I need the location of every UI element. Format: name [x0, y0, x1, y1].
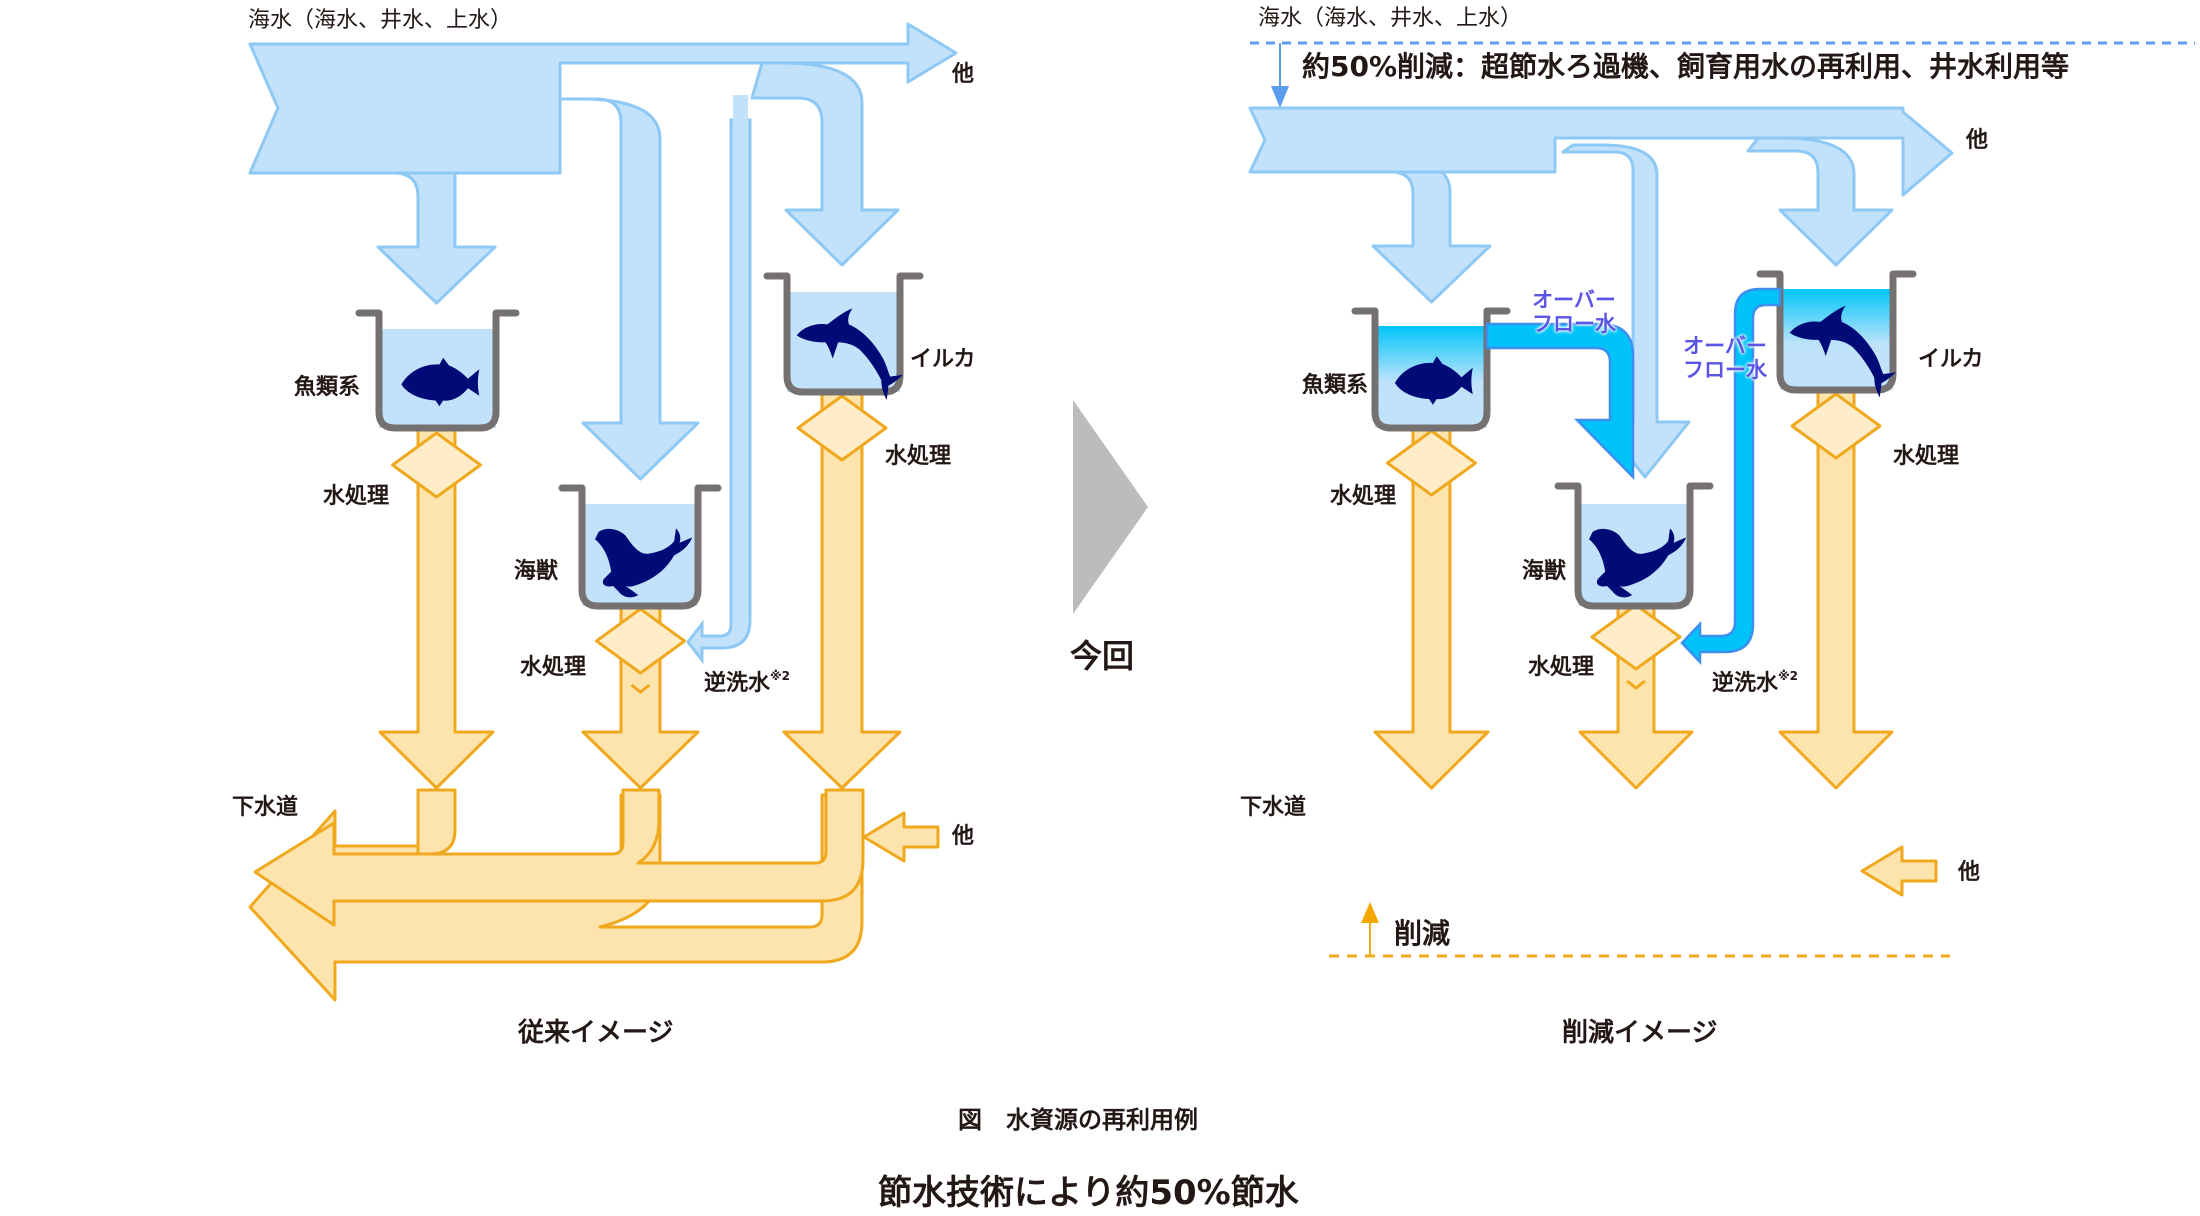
right-seal-treatment-label: 水処理 — [1528, 655, 1595, 680]
right-source-label: 海水（海水、井水、上水） — [1258, 6, 1523, 31]
backwash-note: ※2 — [1778, 669, 1799, 683]
reduction-label: 削減 — [1394, 917, 1451, 950]
overflow-arrow-fish-to-seal — [1485, 322, 1635, 481]
other-inflow-arrow — [1860, 845, 1938, 897]
chevron-mark — [630, 683, 651, 694]
transition-arrow-icon — [1073, 400, 1148, 614]
reduction-note: 約50%削減：超節水ろ過機、飼育用水の再利用、井水利用等 — [1302, 50, 2070, 83]
water-treatment-diamond — [796, 394, 888, 462]
main-supply-arrow — [248, 22, 958, 175]
fish-icon — [1394, 356, 1473, 405]
supply-branch-arrow-1 — [1561, 143, 1691, 479]
tank-outline — [1756, 270, 1917, 394]
left-fish-treatment-label: 水処理 — [323, 484, 390, 509]
dolphin-icon — [1789, 305, 1896, 398]
seal-icon — [1589, 528, 1687, 598]
supply-branch-arrow-1 — [549, 97, 700, 481]
tank-outline — [355, 309, 520, 432]
tank-outline — [763, 272, 924, 396]
backwash-text: 逆洗水 — [1712, 671, 1779, 696]
water-treatment-diamond — [391, 431, 482, 499]
right-other-in-label: 他 — [1958, 860, 1981, 885]
tank-outline — [558, 484, 722, 610]
figure-caption: 図 水資源の再利用例 — [958, 1106, 1198, 1134]
treated-water-arrow-2 — [782, 390, 902, 790]
chevron-mark — [1626, 679, 1646, 690]
other-inflow-arrow — [862, 811, 940, 863]
water-treatment-diamond — [1790, 392, 1882, 460]
left-dolphin-label: イルカ — [910, 347, 976, 372]
sewer-arrow — [253, 788, 865, 927]
left-seal-label: 海獣 — [514, 559, 559, 584]
right-caption: 削減イメージ — [1562, 1018, 1718, 1048]
water-treatment-diamond — [1386, 429, 1477, 497]
backwash-pipe-joint — [733, 95, 748, 125]
treated-water-arrow-2 — [1778, 388, 1894, 790]
right-seal-label: 海獣 — [1522, 559, 1567, 584]
backwash-pipe-arrow — [686, 118, 752, 665]
supply-branch-arrow-0 — [750, 61, 900, 267]
supply-branch-arrow-0 — [1746, 136, 1894, 267]
right-dolphin-label: イルカ — [1918, 347, 1984, 372]
right-sewer-label: 下水道 — [1240, 795, 1307, 820]
right-dolphin-treatment-label: 水処理 — [1893, 444, 1960, 469]
backwash-text: 逆洗水 — [704, 671, 771, 696]
left-backwash-label: 逆洗水※2 — [704, 670, 790, 695]
left-caption: 従来イメージ — [518, 1018, 674, 1048]
main-supply-arrow — [1248, 106, 1954, 197]
left-fish-label: 魚類系 — [294, 375, 361, 400]
dolphin-icon — [796, 308, 903, 400]
tank-outline — [1554, 482, 1714, 610]
tank-outline — [1351, 307, 1511, 432]
fish-icon — [401, 357, 480, 407]
supply-branch-arrow-2 — [1341, 154, 1492, 304]
right-fish-treatment-label: 水処理 — [1330, 484, 1397, 509]
backwash-note: ※2 — [770, 669, 791, 683]
left-other-in-label: 他 — [952, 824, 975, 849]
water-treatment-diamond — [1590, 603, 1682, 671]
left-other-out-label: 他 — [952, 62, 975, 87]
right-fish-label: 魚類系 — [1302, 373, 1369, 398]
reduction-up-arrow-icon — [1361, 902, 1379, 923]
overflow-label-dolphin: オーバー フロー水 — [1683, 334, 1767, 383]
reduction-arrow-down-icon — [1271, 86, 1289, 108]
left-sewer-label: 下水道 — [232, 795, 299, 820]
overflow-label-fish: オーバー フロー水 — [1532, 288, 1616, 337]
seal-icon — [595, 528, 693, 598]
right-backwash-label: 逆洗水※2 — [1712, 670, 1798, 695]
left-source-label: 海水（海水、井水、上水） — [248, 8, 513, 33]
transition-label: 今回 — [1070, 637, 1135, 675]
overflow-backwash-arrow — [1680, 287, 1782, 666]
left-seal-treatment-label: 水処理 — [520, 655, 587, 680]
left-dolphin-treatment-label: 水処理 — [885, 444, 952, 469]
water-treatment-diamond — [595, 607, 686, 675]
headline: 節水技術により約50%節水 — [878, 1173, 1299, 1213]
reduced-diagram — [253, 41, 2195, 958]
right-other-out-label: 他 — [1966, 128, 1989, 153]
